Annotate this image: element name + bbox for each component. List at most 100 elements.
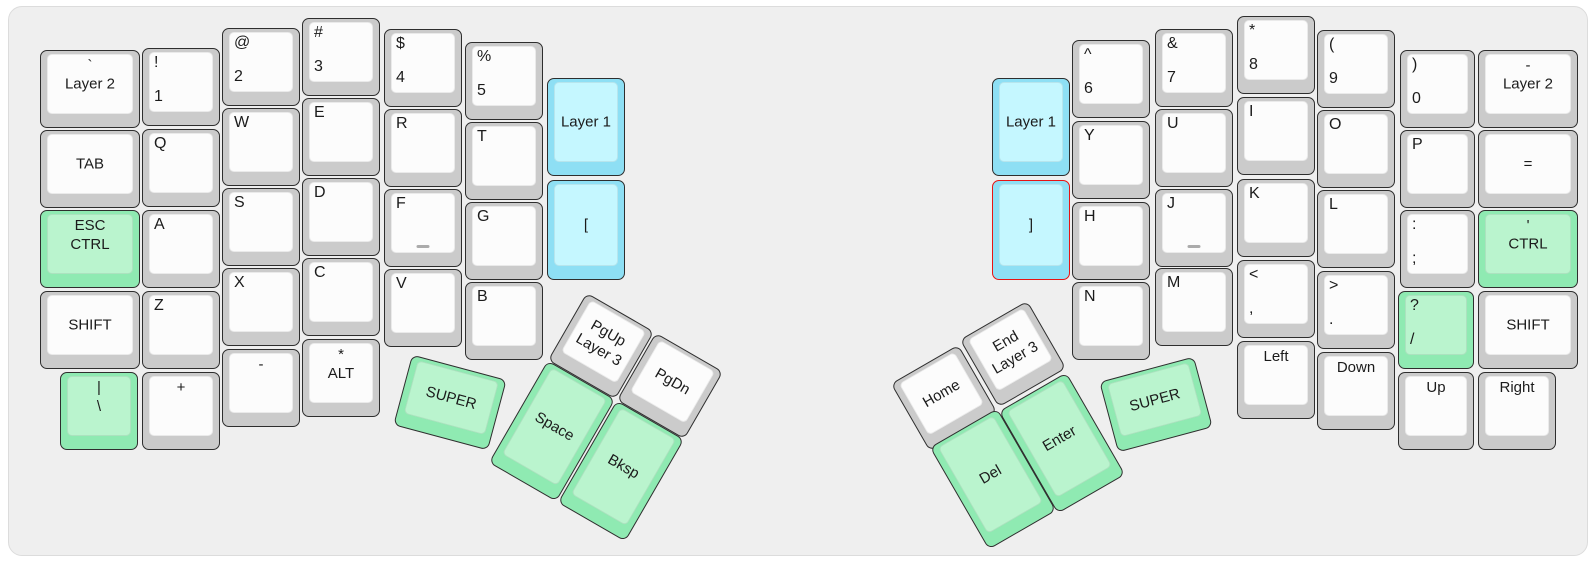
- key-l[interactable]: L: [1317, 190, 1395, 268]
- key-label: K: [1249, 185, 1260, 202]
- key-z[interactable]: Z: [142, 291, 220, 369]
- key-label: W: [234, 114, 250, 131]
- keycap-top: B: [472, 286, 536, 346]
- key-pipe-backslash[interactable]: |\: [60, 372, 138, 450]
- key-less-comma[interactable]: <,: [1237, 260, 1315, 338]
- key-label: Right: [1499, 379, 1535, 396]
- key-lbracket[interactable]: [: [547, 180, 625, 280]
- key-label: ?: [1410, 297, 1419, 314]
- keycap-top: R: [391, 113, 455, 173]
- key-b[interactable]: B: [465, 282, 543, 360]
- key-center-legend: TAB: [48, 155, 132, 174]
- key-s[interactable]: S: [222, 188, 300, 266]
- keycap-top: SHIFT: [47, 295, 133, 355]
- key-o[interactable]: O: [1317, 110, 1395, 188]
- key-at-2[interactable]: @2: [222, 28, 300, 106]
- key-q[interactable]: Q: [142, 129, 220, 207]
- key-arrow-left[interactable]: Left: [1237, 341, 1315, 419]
- key-arrow-down[interactable]: Down: [1317, 352, 1395, 430]
- key-label: /: [1410, 331, 1415, 348]
- key-f[interactable]: F: [384, 189, 462, 267]
- key-label: B: [477, 288, 488, 305]
- key-p[interactable]: P: [1400, 130, 1475, 208]
- key-label: L: [1329, 196, 1338, 213]
- key-grave-layer2[interactable]: `Layer 2: [40, 50, 140, 128]
- key-label: ,: [1249, 300, 1254, 317]
- key-h[interactable]: H: [1072, 202, 1150, 280]
- key-center-legend: Space: [523, 403, 586, 450]
- key-equals[interactable]: =: [1478, 130, 1578, 208]
- key-center-legend: =: [1486, 155, 1570, 174]
- key-a[interactable]: A: [142, 210, 220, 288]
- key-quote-ctrl[interactable]: 'CTRL: [1478, 210, 1578, 288]
- key-hash-3[interactable]: #3: [302, 18, 380, 96]
- key-m[interactable]: M: [1155, 268, 1233, 346]
- key-t[interactable]: T: [465, 122, 543, 200]
- key-label: V: [396, 275, 407, 292]
- key-label: %: [477, 48, 492, 65]
- key-exclam-1[interactable]: !1: [142, 48, 220, 126]
- key-label: U: [1167, 115, 1179, 132]
- key-label: @: [234, 34, 251, 51]
- key-arrow-up[interactable]: Up: [1398, 372, 1474, 450]
- key-n[interactable]: N: [1072, 282, 1150, 360]
- key-k[interactable]: K: [1237, 179, 1315, 257]
- key-center-legend: Home: [910, 370, 973, 417]
- key-label: SUPER: [1127, 384, 1182, 415]
- key-center-legend: Bksp: [592, 443, 655, 490]
- keycap-top: H: [1079, 206, 1143, 266]
- key-plus[interactable]: +: [142, 372, 220, 450]
- key-label: N: [1084, 288, 1096, 305]
- key-u[interactable]: U: [1155, 109, 1233, 187]
- keycap-top: G: [472, 206, 536, 266]
- key-label: M: [1167, 274, 1181, 291]
- key-tab[interactable]: TAB: [40, 130, 140, 208]
- key-label: X: [234, 274, 245, 291]
- key-arrow-right[interactable]: Right: [1478, 372, 1556, 450]
- keycap-top: S: [229, 192, 293, 252]
- key-y[interactable]: Y: [1072, 121, 1150, 199]
- key-minus-left[interactable]: -: [222, 349, 300, 427]
- key-question-slash[interactable]: ?/: [1398, 291, 1474, 369]
- key-w[interactable]: W: [222, 108, 300, 186]
- key-layer1-right[interactable]: Layer 1: [992, 78, 1070, 176]
- key-center-legend: PgDn: [641, 358, 704, 405]
- key-paren-9[interactable]: (9: [1317, 30, 1395, 108]
- key-paren-0[interactable]: )0: [1400, 50, 1475, 128]
- key-star-alt[interactable]: *ALT: [302, 339, 380, 417]
- key-label: Q: [154, 135, 167, 152]
- key-x[interactable]: X: [222, 268, 300, 346]
- key-c[interactable]: C: [302, 258, 380, 336]
- key-top-legend: `: [48, 56, 132, 75]
- key-greater-period[interactable]: >.: [1317, 271, 1395, 349]
- key-label: Left: [1263, 348, 1289, 365]
- key-amp-7[interactable]: &7: [1155, 29, 1233, 107]
- key-j[interactable]: J: [1155, 189, 1233, 267]
- key-colon-semicolon[interactable]: :;: [1400, 210, 1475, 288]
- key-r[interactable]: R: [384, 109, 462, 187]
- key-caret-6[interactable]: ^6: [1072, 40, 1150, 118]
- homing-bar-indicator: [1187, 245, 1201, 248]
- homing-bar-indicator: [416, 245, 430, 248]
- key-star-8[interactable]: *8: [1237, 16, 1315, 94]
- key-minus-layer2[interactable]: -Layer 2: [1478, 50, 1578, 128]
- key-layer1-left[interactable]: Layer 1: [547, 78, 625, 176]
- key-top-legend: -: [1486, 56, 1570, 75]
- keycap-top: L: [1324, 194, 1388, 254]
- key-shift-right[interactable]: SHIFT: [1478, 291, 1578, 369]
- key-shift-left[interactable]: SHIFT: [40, 291, 140, 369]
- key-label: ): [1412, 56, 1418, 73]
- key-v[interactable]: V: [384, 269, 462, 347]
- key-rbracket[interactable]: ]: [992, 180, 1070, 280]
- key-dollar-4[interactable]: $4: [384, 29, 462, 107]
- key-center-legend: SUPER: [409, 378, 493, 418]
- key-center-legend: [: [555, 216, 617, 235]
- key-g[interactable]: G: [465, 202, 543, 280]
- key-percent-5[interactable]: %5: [465, 42, 543, 120]
- key-label: 7: [1167, 69, 1176, 86]
- key-e[interactable]: E: [302, 98, 380, 176]
- key-d[interactable]: D: [302, 178, 380, 256]
- key-i[interactable]: I: [1237, 97, 1315, 175]
